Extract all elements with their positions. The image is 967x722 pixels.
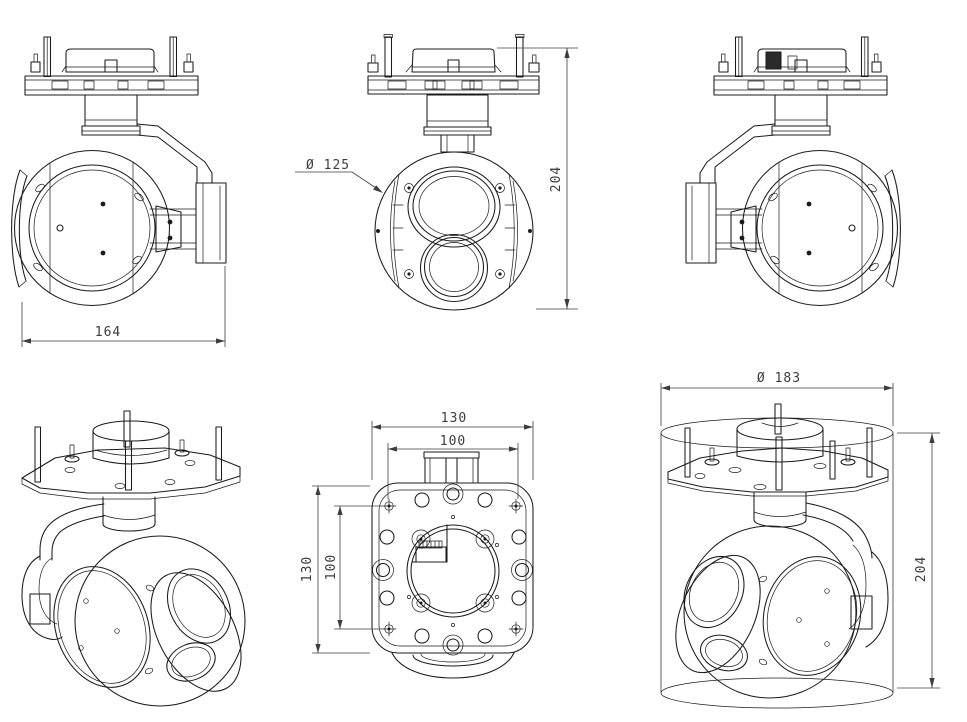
view-bottom: 130 100 130 100 — [300, 411, 534, 679]
dim-bolt-width-100: 100 — [387, 434, 519, 499]
env-camera-sphere — [675, 525, 862, 699]
pin-back — [123, 410, 131, 448]
bottom-plate-holes — [372, 483, 533, 656]
dim-height-204: 204 — [497, 47, 578, 310]
dim-label-130-top: 130 — [441, 411, 467, 426]
iso-ir-lens — [166, 642, 216, 682]
dim-label-130-left: 130 — [300, 556, 315, 582]
bottom-corner-screws — [381, 498, 524, 637]
dim-label-d125: Ø 125 — [306, 158, 350, 173]
dim-bolt-depth-100: 100 — [324, 505, 382, 630]
env-eo-lens — [683, 556, 745, 628]
eo-lens — [407, 166, 501, 248]
front-face-screws — [404, 183, 505, 279]
front-mounting-plate — [367, 75, 540, 95]
bottom-motor-core — [406, 515, 500, 627]
view-front: Ø 125 204 — [295, 34, 578, 311]
bottom-plate — [371, 482, 534, 654]
env-ir-lens — [700, 634, 748, 672]
dim-outer-depth-130: 130 — [300, 485, 370, 654]
dim-label-100-top: 100 — [440, 434, 466, 449]
front-yaw-motor — [423, 94, 492, 153]
iso-mounting-plate — [21, 439, 241, 500]
env-yaw-motor — [753, 491, 807, 528]
dim-label-204-envelope: 204 — [914, 556, 929, 582]
connector-port — [765, 51, 782, 70]
env-pins — [684, 427, 873, 491]
view-isometric — [21, 410, 246, 707]
bottom-connector — [423, 451, 480, 484]
dim-label-d183: Ø 183 — [757, 371, 801, 386]
view-envelope: Ø 183 204 — [660, 371, 940, 709]
env-arm — [802, 502, 889, 648]
iso-arm — [21, 503, 105, 640]
ir-lens — [419, 233, 489, 303]
dim-envelope-height-204: 204 — [897, 432, 940, 689]
env-motor-dome — [736, 417, 824, 463]
iso-motor-dome — [92, 420, 170, 465]
env-mounting-plate — [667, 447, 889, 497]
dim-label-164: 164 — [95, 325, 121, 340]
front-mount-posts — [383, 34, 525, 78]
side-b-body — [685, 36, 901, 307]
iso-yaw-motor — [102, 496, 156, 532]
dim-label-204-front: 204 — [549, 166, 564, 192]
dim-cylinder-diameter-183: Ø 183 — [660, 371, 894, 426]
iso-camera-sphere — [53, 535, 246, 707]
view-side-a: 164 — [11, 36, 227, 347]
connector-port-2 — [787, 55, 798, 70]
front-plate-bolts — [367, 54, 540, 73]
dim-width-164: 164 — [21, 266, 226, 347]
view-side-b — [685, 36, 901, 307]
envelope-cylinder — [660, 417, 894, 709]
dim-outer-width-130: 130 — [371, 411, 534, 480]
bottom-sphere-edge — [391, 652, 515, 679]
dim-sphere-diameter: Ø 125 — [295, 158, 383, 193]
iso-eo-lens — [166, 568, 232, 644]
iso-pins — [34, 426, 223, 491]
dim-label-100-left: 100 — [324, 554, 339, 580]
env-pin-back — [774, 403, 782, 435]
front-camera-sphere — [374, 151, 534, 311]
side-a-body — [11, 36, 227, 307]
front-controller-box — [405, 48, 502, 73]
